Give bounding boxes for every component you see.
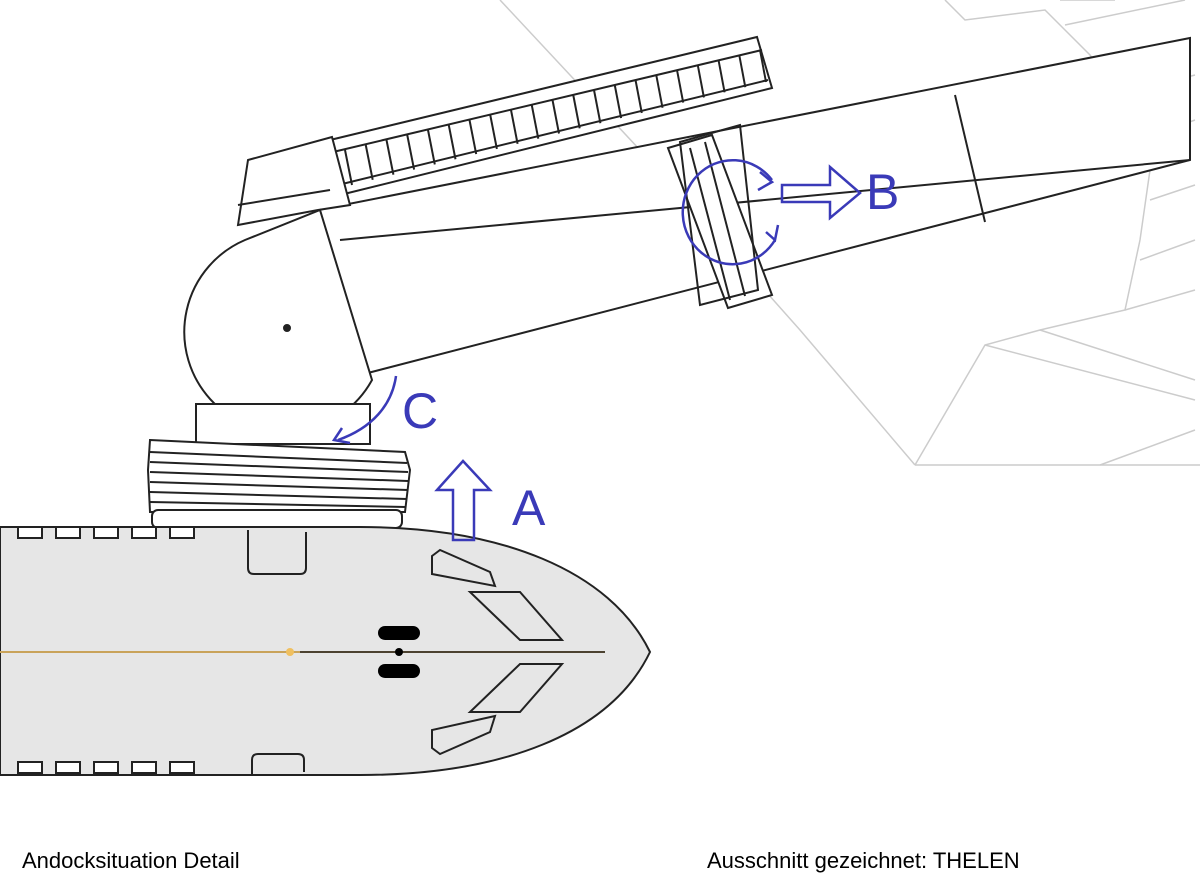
ladder-rung [510, 109, 519, 144]
label-a: A [512, 480, 546, 536]
arrow-b [780, 164, 862, 221]
aircraft-centerline [0, 648, 605, 656]
cab-head [236, 135, 352, 227]
nose-gear [378, 626, 420, 678]
ladder-rung [655, 74, 664, 108]
ladder-rung [489, 114, 498, 150]
arrow-a [434, 459, 493, 542]
label-b: B [866, 164, 899, 220]
label-c: C [402, 383, 438, 439]
ladder-handrail [328, 35, 774, 197]
ladder-rung [676, 69, 685, 103]
ladder-rung [572, 94, 581, 129]
ladder-rung [759, 49, 767, 83]
support-block [195, 403, 371, 445]
ladder-rung [344, 149, 353, 186]
arrow-c [331, 375, 398, 445]
ladder-rung [530, 104, 540, 139]
ladder-rung [468, 119, 478, 155]
ladder-rung [738, 54, 747, 88]
ladder-rung [385, 139, 395, 175]
bellows-canopy [146, 438, 412, 529]
caption-author: Ausschnitt gezeichnet: THELEN [707, 848, 1020, 873]
caption-title: Andocksituation Detail [22, 848, 240, 873]
ladder-rung [406, 134, 416, 170]
ladder-rung [717, 59, 726, 93]
ladder-rung [613, 84, 623, 119]
ladder-rung [593, 89, 602, 124]
ladder-rung [634, 79, 643, 114]
ladder-rung [447, 124, 457, 160]
ladder-rung [551, 99, 560, 134]
rotation-arrow-b [681, 158, 780, 266]
ladder-rung [364, 144, 374, 181]
ladder-rung [696, 64, 705, 98]
ladder-rung [427, 129, 436, 165]
